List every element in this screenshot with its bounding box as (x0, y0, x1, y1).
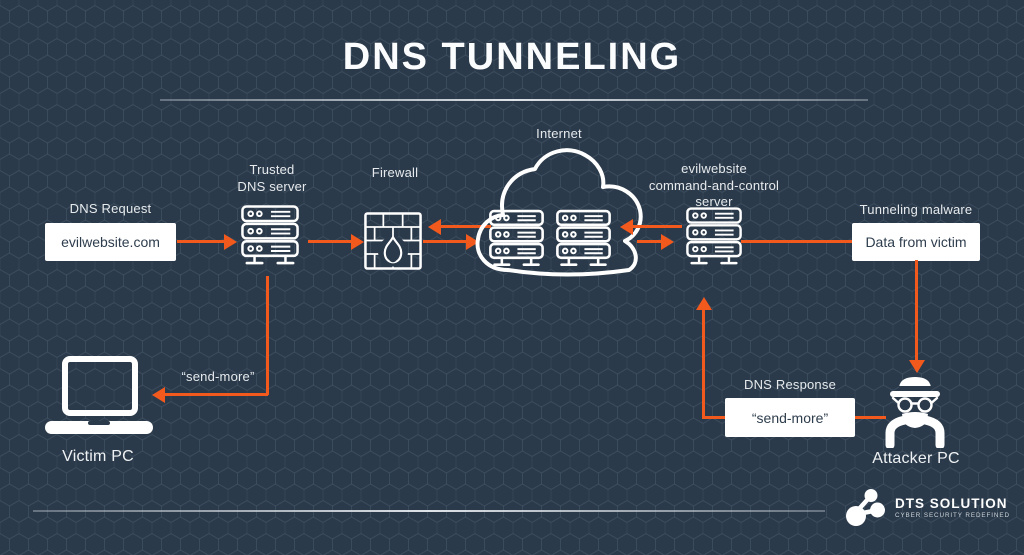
arrow-dns-to-victim-line-h (165, 393, 268, 396)
arrow-request-to-dns-head (224, 234, 237, 250)
dns-request-box: evilwebsite.com (45, 223, 176, 261)
arrow-dns-to-victim-line-v (266, 276, 269, 395)
arrow-dns-to-firewall-line (308, 240, 351, 243)
laptop-icon (45, 356, 153, 434)
dts-logo-molecule-icon (846, 489, 885, 526)
tunneling-malware-label: Tunneling malware (859, 202, 973, 217)
server-icon (556, 209, 611, 266)
arrow-dns-to-firewall-head (351, 234, 364, 250)
server-icon (241, 205, 299, 265)
server-icon (489, 209, 544, 266)
arrow-cloud-to-cnc-line (637, 240, 661, 243)
data-from-victim-box: Data from victim (852, 223, 980, 261)
send-more-response-box: “send-more” (725, 398, 855, 437)
arrow-box-to-attacker-line (915, 260, 918, 361)
firewall-label: Firewall (371, 165, 419, 180)
page-title: DNS TUNNELING (342, 36, 682, 78)
dts-logo-text: DTS SOLUTION CYBER SECURITY REDEFINED (895, 497, 1010, 519)
cnc-server-label: evilwebsite command-and-control server (648, 161, 780, 210)
trusted-dns-label: Trusted DNS server (237, 162, 307, 194)
arrow-dns-to-victim-head (152, 387, 165, 403)
attacker-pc-label: Attacker PC (872, 450, 960, 467)
title-divider-line (160, 99, 868, 101)
line-cnc-to-malware-box (741, 240, 852, 243)
arrow-response-to-cnc-line-v (702, 310, 705, 419)
arrow-firewall-to-cloud-line (423, 240, 466, 243)
server-icon (686, 207, 742, 265)
logo-name: DTS SOLUTION (895, 496, 1008, 512)
dns-request-label: DNS Request (69, 201, 152, 216)
arrow-response-to-cnc-line-h (703, 416, 725, 419)
arrow-request-to-dns-line (177, 240, 224, 243)
firewall-icon (364, 212, 422, 270)
logo-tagline: CYBER SECURITY REDEFINED (895, 511, 1010, 519)
arrow-cnc-to-cloud-head (620, 219, 633, 235)
arrow-cloud-to-firewall-head (428, 219, 441, 235)
line-attacker-to-response-box (855, 416, 886, 419)
dts-solution-logo: DTS SOLUTION CYBER SECURITY REDEFINED (844, 487, 1010, 529)
arrow-response-to-cnc-head (696, 297, 712, 310)
victim-pc-label: Victim PC (62, 448, 134, 465)
arrow-cnc-to-cloud-line (633, 225, 682, 228)
dns-response-label: DNS Response (744, 377, 836, 392)
spy-icon (885, 377, 945, 448)
footer-divider-line (33, 510, 825, 512)
internet-label: Internet (536, 126, 582, 141)
send-more-note: “send-more” (181, 369, 255, 384)
arrow-cloud-to-cnc-head (661, 234, 674, 250)
arrow-box-to-attacker-head (909, 360, 925, 373)
arrow-cloud-to-firewall-line (441, 225, 491, 228)
